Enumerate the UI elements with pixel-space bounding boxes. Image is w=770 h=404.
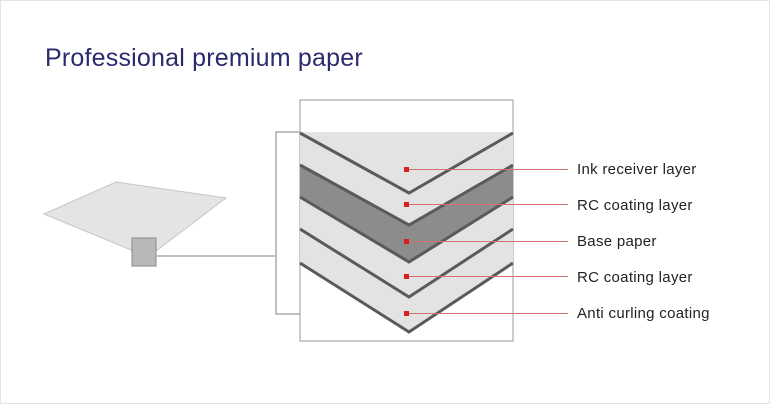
- label-rc-coating-layer-top: RC coating layer: [577, 197, 693, 214]
- marker-rc-coating-bottom: [404, 274, 409, 279]
- marker-base-paper: [404, 239, 409, 244]
- marker-rc-coating-top: [404, 202, 409, 207]
- boundary-line: [299, 227, 514, 299]
- page-title: Professional premium paper: [45, 44, 363, 72]
- magnifier-spot: [131, 237, 157, 267]
- connector-bracket: [275, 131, 300, 315]
- label-base-paper: Base paper: [577, 233, 657, 250]
- marker-ink-receiver: [404, 167, 409, 172]
- label-rc-coating-layer-bottom: RC coating layer: [577, 269, 693, 286]
- paper-sheet: [42, 181, 228, 258]
- ink-receiver-band: [300, 132, 513, 193]
- label-ink-receiver-layer: Ink receiver layer: [577, 161, 697, 178]
- label-anti-curling-coating: Anti curling coating: [577, 305, 710, 322]
- marker-anti-curling: [404, 311, 409, 316]
- boundary-line: [299, 195, 514, 264]
- boundary-line: [299, 261, 514, 334]
- boundary-line: [299, 131, 514, 195]
- boundary-line: [299, 163, 514, 227]
